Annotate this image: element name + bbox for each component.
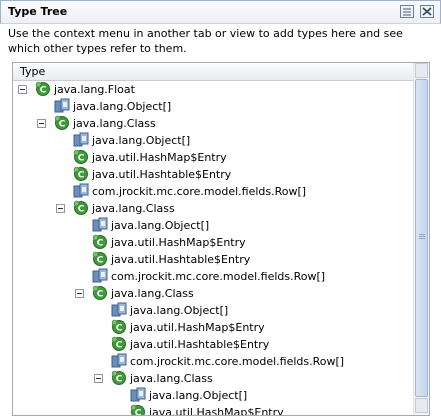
class-icon: C: [92, 234, 107, 249]
svg-text:C: C: [116, 341, 123, 351]
tree-row[interactable]: java.lang.Object[]: [13, 387, 413, 404]
tree-row-label: java.lang.Class: [111, 287, 194, 300]
class-icon: C: [111, 319, 126, 334]
class-icon: C: [130, 404, 145, 417]
class-icon: C: [111, 336, 126, 351]
array-icon: [111, 302, 127, 317]
tree-row-label: com.jrockit.mc.core.model.fields.Row[]: [111, 270, 326, 283]
svg-text:C: C: [40, 86, 47, 96]
svg-text:C: C: [116, 324, 123, 334]
tree-row-label: java.lang.Object[]: [149, 389, 248, 402]
tree-row-label: java.util.HashMap$Entry: [130, 321, 265, 334]
tree-row-label: java.lang.Object[]: [130, 304, 229, 317]
tree-row[interactable]: com.jrockit.mc.core.model.fields.Row[]: [13, 268, 413, 285]
array-icon: [73, 183, 89, 198]
array-icon: [73, 132, 89, 147]
svg-text:C: C: [97, 256, 104, 266]
tree-row-label: java.lang.Float: [54, 83, 135, 96]
collapse-toggle-icon[interactable]: [94, 374, 103, 383]
tree-row[interactable]: java.lang.Object[]: [13, 217, 413, 234]
tree-row-label: java.util.HashMap$Entry: [149, 406, 284, 416]
scroll-thumb[interactable]: [415, 79, 428, 397]
collapse-toggle-icon[interactable]: [37, 119, 46, 128]
close-icon[interactable]: [419, 4, 435, 19]
svg-text:C: C: [135, 409, 142, 417]
collapse-toggle-icon[interactable]: [18, 85, 27, 94]
tree-row[interactable]: java.lang.Object[]: [13, 98, 413, 115]
class-icon: C: [54, 115, 69, 130]
svg-text:C: C: [116, 375, 123, 385]
tree-row[interactable]: java.lang.Object[]: [13, 132, 413, 149]
panel-titlebar: Type Tree: [0, 0, 441, 24]
column-header-type[interactable]: Type: [13, 63, 413, 81]
class-icon: C: [73, 200, 88, 215]
class-icon: C: [92, 285, 107, 300]
tree-row-label: java.lang.Class: [92, 202, 175, 215]
view-menu-icon[interactable]: [399, 4, 415, 19]
scroll-down-arrow[interactable]: [415, 398, 428, 413]
class-icon: C: [35, 81, 50, 96]
class-icon: C: [73, 149, 88, 164]
svg-text:C: C: [78, 154, 85, 164]
panel-description: Use the context menu in another tab or v…: [8, 27, 403, 55]
svg-text:C: C: [97, 239, 104, 249]
tree-row-label: java.util.Hashtable$Entry: [130, 338, 270, 351]
class-icon: C: [111, 370, 126, 385]
tree-row-label: java.util.Hashtable$Entry: [92, 168, 232, 181]
tree-row-label: java.util.HashMap$Entry: [92, 151, 227, 164]
vertical-scrollbar[interactable]: [413, 63, 429, 415]
tree-row-label: java.lang.Object[]: [111, 219, 210, 232]
tree-row-label: java.lang.Class: [73, 117, 156, 130]
tree-row-label: java.lang.Object[]: [73, 100, 172, 113]
collapse-toggle-icon[interactable]: [75, 289, 84, 298]
svg-text:C: C: [78, 171, 85, 181]
tree-row-label: java.util.HashMap$Entry: [111, 236, 246, 249]
tree-row-label: java.util.Hashtable$Entry: [111, 253, 251, 266]
scroll-up-arrow[interactable]: [415, 63, 428, 78]
tree-row[interactable]: com.jrockit.mc.core.model.fields.Row[]: [13, 353, 413, 370]
svg-text:C: C: [78, 205, 85, 215]
tree-row-label: com.jrockit.mc.core.model.fields.Row[]: [130, 355, 345, 368]
svg-text:C: C: [59, 120, 66, 130]
array-icon: [111, 353, 127, 368]
tree-row[interactable]: java.lang.Object[]: [13, 302, 413, 319]
array-icon: [54, 98, 70, 113]
class-icon: C: [92, 251, 107, 266]
collapse-toggle-icon[interactable]: [56, 204, 65, 213]
svg-text:C: C: [97, 290, 104, 300]
tree-row-label: com.jrockit.mc.core.model.fields.Row[]: [92, 185, 307, 198]
array-icon: [130, 387, 146, 402]
class-icon: C: [73, 166, 88, 181]
array-icon: [92, 217, 108, 232]
tree-row-label: java.lang.Class: [130, 372, 213, 385]
tree-row-label: java.lang.Object[]: [92, 134, 191, 147]
column-header-label: Type: [20, 65, 46, 78]
array-icon: [92, 268, 108, 283]
tree-row[interactable]: com.jrockit.mc.core.model.fields.Row[]: [13, 183, 413, 200]
panel-title: Type Tree: [8, 5, 68, 18]
